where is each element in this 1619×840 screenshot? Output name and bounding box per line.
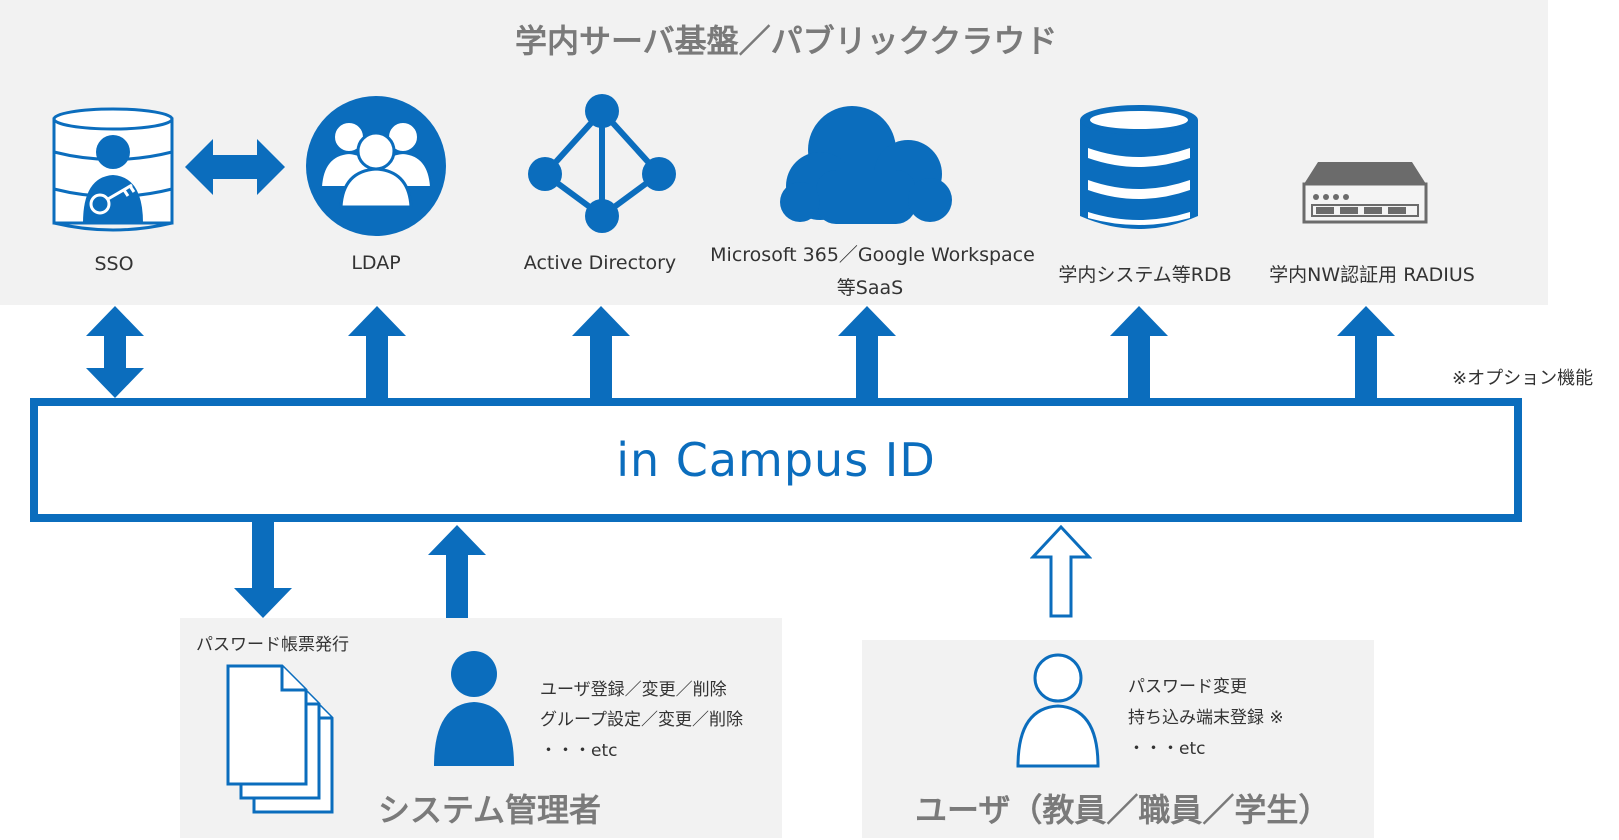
admin-task-2: グループ設定／変更／削除 bbox=[540, 710, 743, 730]
rack-server-icon bbox=[1302, 162, 1428, 224]
system-label-radius: 学内NW認証用 RADIUS bbox=[1269, 264, 1475, 286]
user-panel-title: ユーザ（教員／職員／学生） bbox=[915, 791, 1331, 829]
in-campus-id-box: in Campus ID bbox=[30, 398, 1522, 522]
server-panel-title: 学内サーバ基盤／パブリッククラウド bbox=[515, 22, 1058, 60]
user-task-2: 持ち込み端末登録 ※ bbox=[1128, 708, 1284, 728]
in-campus-id-title: in Campus ID bbox=[616, 433, 936, 487]
option-note: ※オプション機能 bbox=[1452, 368, 1594, 389]
database-icon bbox=[1080, 105, 1198, 229]
admin-person-icon bbox=[434, 651, 514, 766]
documents-icon bbox=[226, 664, 334, 814]
system-label-active-directory: Active Directory bbox=[523, 252, 677, 274]
sso-key-server-icon bbox=[52, 107, 174, 232]
saas-up-arrow bbox=[838, 306, 896, 398]
system-label-saas: Microsoft 365／Google Workspace bbox=[710, 244, 1035, 266]
admin-panel-title: システム管理者 bbox=[378, 791, 602, 829]
active-directory-up-arrow bbox=[572, 306, 630, 398]
active-directory-icon bbox=[528, 94, 676, 233]
system-label-rdb: 学内システム等RDB bbox=[1058, 264, 1232, 286]
sso-bidirectional-arrow bbox=[86, 306, 144, 398]
system-label-ldap: LDAP bbox=[351, 252, 401, 274]
password-print-label: パスワード帳票発行 bbox=[196, 635, 349, 655]
sso-ldap-double-arrow bbox=[185, 139, 285, 195]
user-task-1: パスワード変更 bbox=[1128, 677, 1247, 697]
admin-task-3: ・・・etc bbox=[540, 741, 618, 761]
user-up-arrow bbox=[1030, 525, 1092, 618]
admin-task-1: ユーザ登録／変更／削除 bbox=[540, 680, 727, 700]
print-down-arrow bbox=[234, 522, 292, 618]
ldap-up-arrow bbox=[348, 306, 406, 398]
system-label-saas-line2: 等SaaS bbox=[836, 277, 904, 299]
system-label-sso: SSO bbox=[94, 253, 134, 275]
user-panel bbox=[862, 640, 1374, 838]
admin-up-arrow bbox=[428, 525, 486, 618]
user-person-icon bbox=[1016, 653, 1100, 768]
radius-up-arrow bbox=[1337, 306, 1395, 398]
cloud-icon bbox=[780, 106, 952, 224]
rdb-up-arrow bbox=[1110, 306, 1168, 398]
user-group-icon bbox=[306, 96, 446, 236]
user-task-3: ・・・etc bbox=[1128, 739, 1206, 759]
